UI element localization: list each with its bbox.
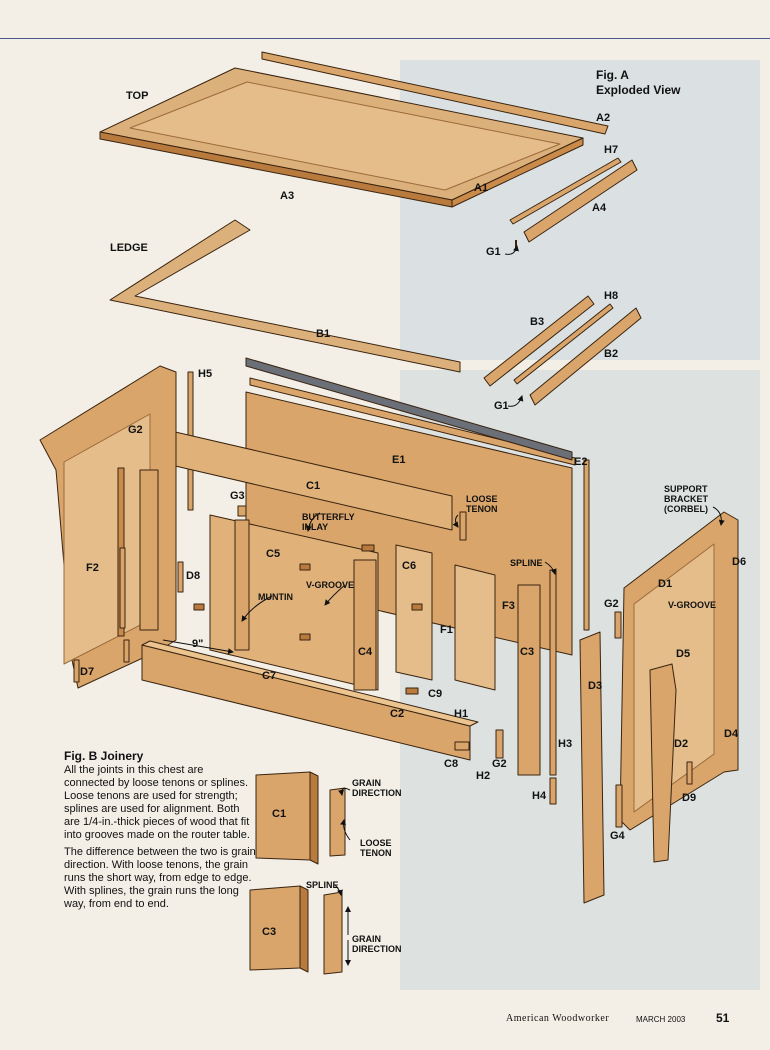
label-b1: B1 [316,328,331,340]
label-g2-left: G2 [128,424,143,436]
label-e1: E1 [392,454,406,466]
label-b2: B2 [604,348,619,360]
label-loose-tenon: LOOSE TENON [466,494,498,514]
label-g2-low: G2 [492,758,507,770]
fig-a-title-line1: Fig. A [596,68,629,82]
label-h4: H4 [532,790,547,802]
label-c3: C3 [520,646,535,658]
label-c8: C8 [444,758,459,770]
label-f2: F2 [86,562,99,574]
label-d2: D2 [674,738,689,750]
part-a2 [261,51,609,135]
label-e2: E2 [574,456,588,468]
part-h7 [509,157,622,225]
joinery-spline [323,891,343,975]
label-b3: B3 [530,316,545,328]
ledge-frame [109,219,461,373]
part-b2 [529,307,642,406]
label-ledge: LEDGE [110,242,148,254]
label-g1-mid: G1 [494,400,509,412]
label-h5: H5 [198,368,213,380]
footer-issue: MARCH 2003 [636,1015,686,1024]
part-c4 [353,559,377,691]
joinery-label-spline: SPLINE [306,880,339,890]
fig-b-paragraph-2: The difference between the two is grain … [64,846,256,910]
label-c2: C2 [390,708,405,720]
label-top: TOP [126,90,149,102]
fig-b-caption: Fig. B Joinery All the joints in this ch… [64,750,256,915]
label-a1: A1 [474,182,489,194]
part-h8 [513,303,614,385]
part-b1 [249,377,576,466]
part-c6 [395,544,433,681]
label-support-bracket: SUPPORT BRACKET (CORBEL) [664,484,708,514]
label-d1: D1 [658,578,673,590]
fig-a-title-line2: Exploded View [596,83,681,97]
label-c9: C9 [428,688,443,700]
label-nine-inch: 9" [192,638,204,650]
part-f1-post [139,469,159,631]
part-d3 [579,631,605,904]
label-d6: D6 [732,556,747,568]
label-d3: D3 [588,680,603,692]
label-v-groove-right: V-GROOVE [668,600,717,610]
label-c7: C7 [262,670,277,682]
label-d8: D8 [186,570,201,582]
label-h2: H2 [476,770,491,782]
label-a2: A2 [596,112,611,124]
label-f3: F3 [502,600,515,612]
footer-magazine: American Woodworker [506,1013,610,1024]
label-c5: C5 [266,548,281,560]
fig-b-title: Fig. B Joinery [64,749,144,763]
fig-b-paragraph-1: All the joints in this chest are connect… [64,764,250,841]
front-panel-c5 [209,514,379,691]
label-c1: C1 [306,480,321,492]
label-d5: D5 [676,648,691,660]
label-f1: F1 [440,624,453,636]
part-b3 [483,295,595,387]
label-d4: D4 [724,728,739,740]
label-butterfly-inlay: BUTTERFLY INLAY [302,512,355,532]
label-h7: H7 [604,144,619,156]
label-a4: A4 [592,202,607,214]
label-c6: C6 [402,560,417,572]
joinery-label-c3: C3 [262,926,277,938]
label-h8: H8 [604,290,619,302]
part-a4 [523,159,638,243]
label-h3: H3 [558,738,573,750]
footer-page-number: 51 [716,1011,730,1025]
fig-a-title: Fig. A Exploded View [596,68,680,98]
label-v-groove-center: V-GROOVE [306,580,355,590]
label-d9: D9 [682,792,697,804]
muntin [234,519,250,651]
joinery-label-grain-bottom: GRAIN DIRECTION [352,934,402,954]
top-rule [0,38,770,39]
joinery-label-grain-top: GRAIN DIRECTION [352,778,402,798]
joinery-loose-tenon [329,787,346,857]
label-a3: A3 [280,190,295,202]
label-g4: G4 [610,830,625,842]
part-c3 [517,584,541,776]
label-d7: D7 [80,666,95,678]
joinery-label-loose-tenon: LOOSE TENON [360,838,392,858]
label-g2-right: G2 [604,598,619,610]
part-c3-panel [454,564,496,691]
label-g3: G3 [230,490,245,502]
label-spline: SPLINE [510,558,543,568]
label-muntin: MUNTIN [258,592,293,602]
label-c4: C4 [358,646,373,658]
label-h1: H1 [454,708,469,720]
label-g1-top: G1 [486,246,501,258]
joinery-label-c1: C1 [272,808,287,820]
part-e2 [245,357,573,461]
